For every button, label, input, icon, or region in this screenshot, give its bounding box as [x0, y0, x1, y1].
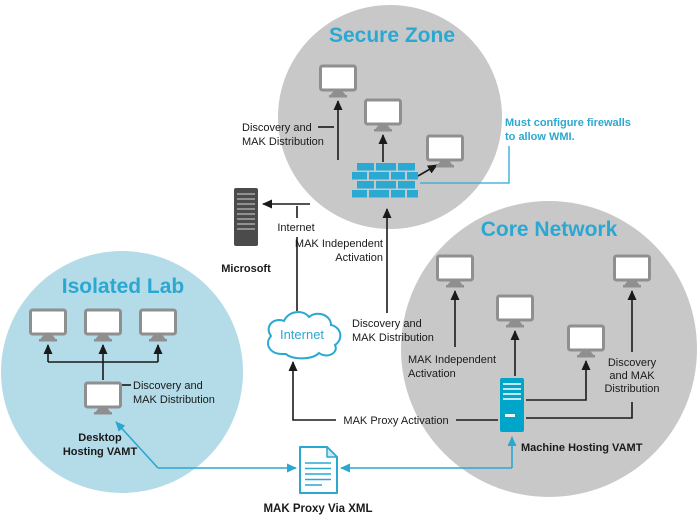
core-network-title: Core Network [481, 218, 618, 241]
internet-arrow-label: Internet [277, 222, 314, 234]
secure-discovery-label: MAK Distribution [242, 136, 324, 148]
core-mak-independent-label: Activation [408, 368, 456, 380]
core-discovery-label: Discovery [608, 357, 657, 369]
mak-proxy-activation-label: MAK Proxy Activation [343, 415, 448, 427]
secure-discovery-label: Discovery and [242, 122, 312, 134]
lab-discovery-label: MAK Distribution [133, 394, 215, 406]
core-mak-independent-label: MAK Independent [408, 354, 496, 366]
center-discovery-label: MAK Distribution [352, 332, 434, 344]
internet-cloud-label: Internet [280, 327, 324, 342]
firewall-icon [352, 163, 418, 198]
center-discovery-label: Discovery and [352, 318, 422, 330]
core-discovery-label: and MAK [609, 370, 655, 382]
arrow-mak-proxy-to-cloud [288, 361, 336, 421]
vamt-server-icon [500, 378, 524, 432]
xml-document-icon [299, 446, 338, 494]
server-to-pc7-line [526, 402, 633, 419]
lab-discovery-label: Discovery and [133, 380, 203, 392]
mak-independent-label: MAK Independent [295, 238, 383, 250]
isolated-lab-title: Isolated Lab [62, 275, 185, 298]
internet-cloud-icon [267, 311, 342, 360]
mak-proxy-xml-label: MAK Proxy Via XML [263, 503, 372, 515]
machine-hosting-vamt-label: Machine Hosting VAMT [521, 442, 643, 454]
wmi-note: Must configure firewalls [505, 117, 631, 129]
wmi-note-connector-line [420, 146, 510, 184]
microsoft-server-icon [234, 188, 258, 246]
arrow-server-to-pc6 [526, 360, 591, 401]
microsoft-label: Microsoft [221, 263, 271, 275]
mak-independent-label: Activation [335, 252, 383, 264]
secure-zone-title: Secure Zone [329, 24, 455, 47]
arrow-xml-to-desktop-vamt [115, 421, 159, 469]
desktop-hosting-vamt-label: Hosting VAMT [63, 446, 138, 458]
wmi-note: to allow WMI. [505, 131, 575, 143]
desktop-hosting-vamt-label: Desktop [78, 432, 122, 444]
core-discovery-label: Distribution [604, 383, 659, 395]
arrow-firewall-to-pc3 [417, 164, 438, 177]
